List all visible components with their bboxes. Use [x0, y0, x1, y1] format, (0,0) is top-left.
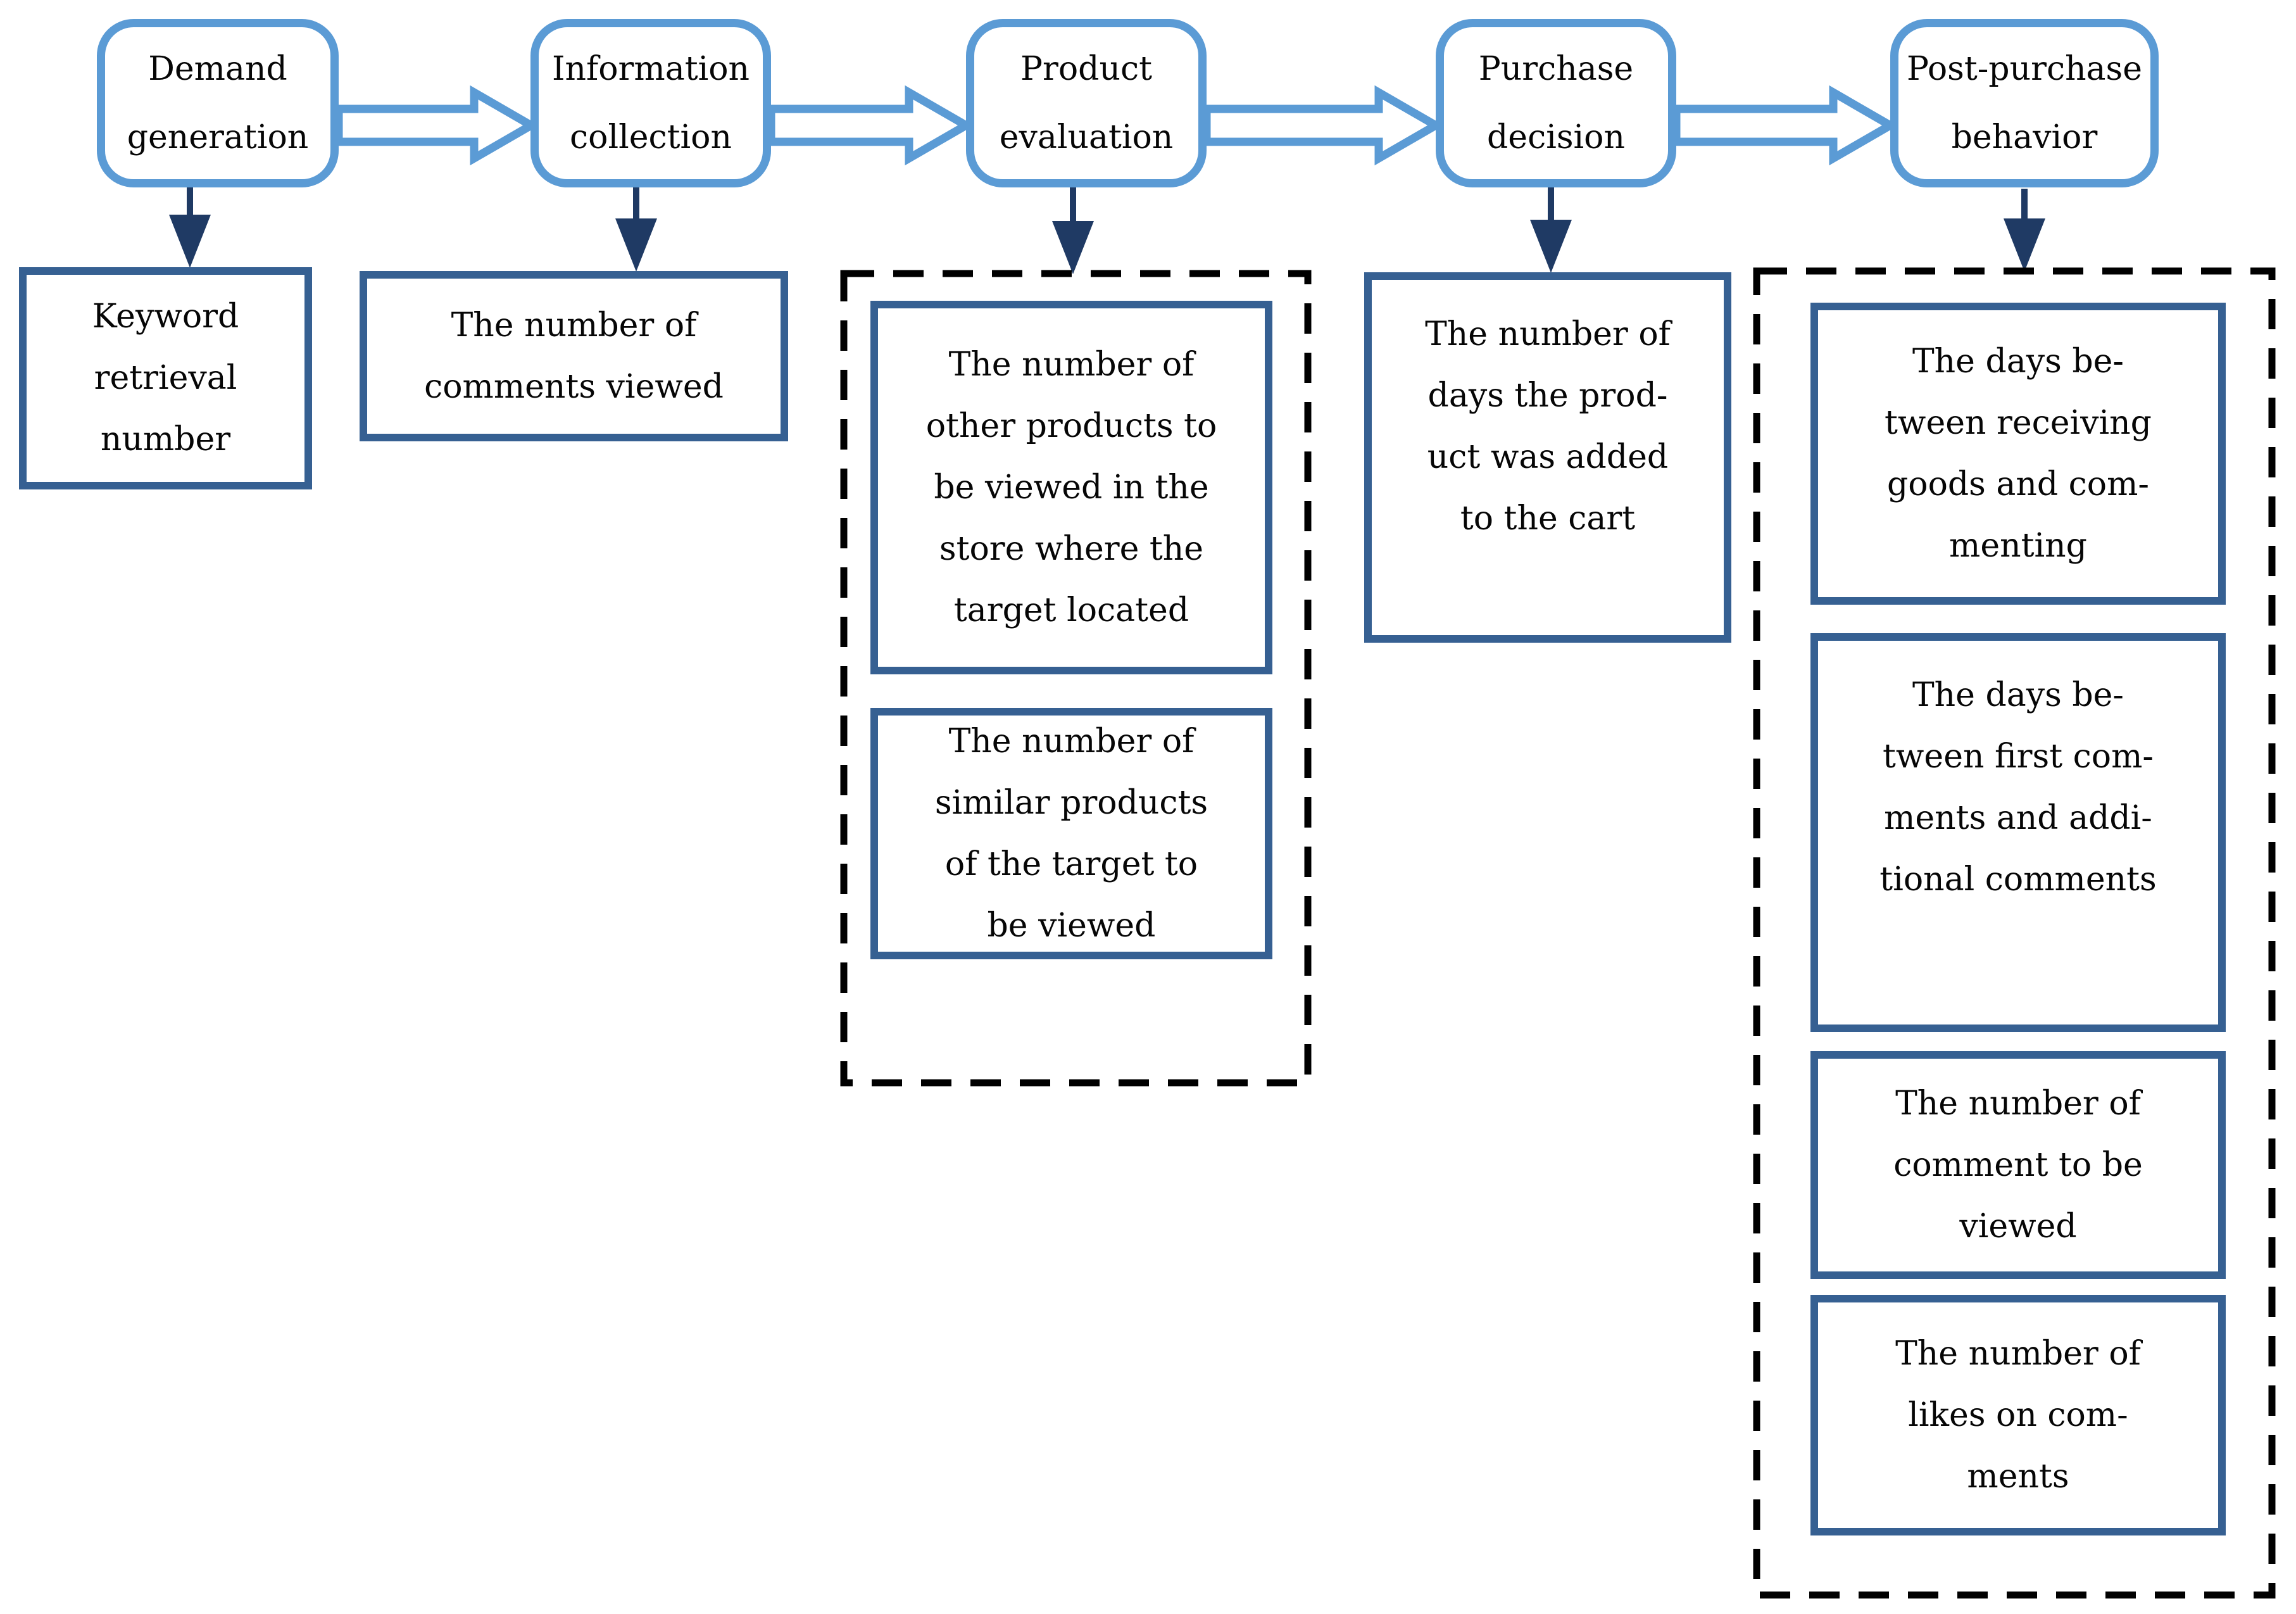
stage-box-product-evaluation: Product evaluation [966, 19, 1207, 187]
metric-box-comments-viewed: The number of comments viewed [360, 271, 788, 441]
flow-arrow-icon [1672, 85, 1898, 166]
stage-box-information-collection: Information collection [530, 19, 771, 187]
down-arrow-icon [169, 185, 211, 268]
stage-box-purchase-decision: Purchase decision [1436, 19, 1676, 187]
stage-box-demand-generation: Demand generation [97, 19, 339, 187]
flow-arrow-icon [1202, 85, 1444, 166]
metric-box-days-first-to-additional-comments: The days be- tween first com- ments and … [1810, 633, 2226, 1032]
flow-arrow-icon [767, 85, 974, 166]
metric-box-keyword-retrieval: Keyword retrieval number [19, 267, 312, 489]
stage-box-post-purchase-behavior: Post-purchase behavior [1890, 19, 2159, 187]
dashed-group-product-evaluation [840, 270, 1312, 1087]
dashed-group-post-purchase [1753, 267, 2276, 1599]
metric-box-comment-viewed-count: The number of comment to be viewed [1810, 1051, 2226, 1279]
flow-arrow-icon [334, 85, 539, 166]
metric-box-likes-on-comments: The number of likes on com- ments [1810, 1295, 2226, 1535]
metric-box-similar-products-viewed: The number of similar products of the ta… [870, 708, 1272, 959]
down-arrow-icon [615, 185, 657, 272]
metric-box-days-in-cart: The number of days the prod- uct was add… [1364, 272, 1731, 643]
down-arrow-icon [1052, 185, 1094, 274]
down-arrow-icon [2004, 189, 2045, 272]
metric-box-days-receiving-to-commenting: The days be- tween receiving goods and c… [1810, 303, 2226, 605]
metric-box-other-products-viewed: The number of other products to be viewe… [870, 301, 1272, 674]
down-arrow-icon [1530, 185, 1572, 273]
